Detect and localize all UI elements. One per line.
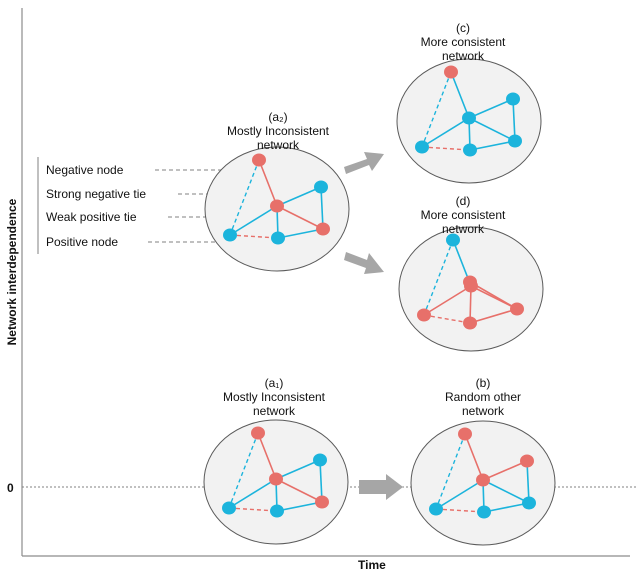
caption-b-line2: network <box>461 404 505 418</box>
network-b-node-tr <box>520 454 534 468</box>
x-axis-label: Time <box>358 558 386 572</box>
caption-c: (c) More consistent network <box>393 21 533 63</box>
network-a1-node-center <box>269 472 283 486</box>
network-b-tie <box>526 460 530 504</box>
network-a2-negative-tie <box>229 234 279 239</box>
y-axis-label: Network interdependence <box>5 198 19 346</box>
network-c-node-br <box>508 134 522 148</box>
network-a2-node-tr <box>314 180 328 194</box>
network-d-node-top <box>446 233 460 247</box>
arrow-a2-to-c <box>344 152 384 174</box>
network-d-negative-tie <box>423 314 471 324</box>
caption-c-tag: (c) <box>456 21 470 35</box>
caption-d-tag: (d) <box>455 194 471 208</box>
legend-positive-node: Positive node <box>46 235 119 249</box>
network-a1 <box>203 419 349 545</box>
caption-b: (b) Random other network <box>413 376 553 418</box>
network-a1-node-top <box>251 426 265 440</box>
network-d-node-bottom <box>463 316 477 330</box>
network-b-tie <box>483 502 530 513</box>
zero-label: 0 <box>7 481 14 495</box>
network-d-node-tr <box>463 275 477 289</box>
network-b-tie <box>482 460 528 481</box>
network-a2 <box>204 146 350 272</box>
network-a2-node-center <box>270 199 284 213</box>
network-a1-tie <box>275 478 323 503</box>
caption-d-line2: network <box>441 222 485 236</box>
network-c-node-center <box>462 111 476 125</box>
network-a2-tie <box>276 205 324 230</box>
network-c-node-bottom <box>463 143 477 157</box>
caption-b-line1: Random other <box>444 390 522 404</box>
network-a1-node-tr <box>313 453 327 467</box>
network-a1-tie <box>257 432 277 480</box>
network-a2-node-bottom <box>271 231 285 245</box>
caption-c-line1: More consistent <box>420 35 506 49</box>
network-d-tie <box>469 308 518 324</box>
network-c-node-tr <box>506 92 520 106</box>
network-a2-tie <box>258 159 278 207</box>
network-a1-tie <box>319 459 323 503</box>
network-a1-tie <box>275 459 321 480</box>
network-c-tie <box>421 117 470 148</box>
network-b-negative-tie <box>435 508 485 513</box>
caption-b-tag: (b) <box>475 376 491 390</box>
network-a1-tie <box>276 501 323 512</box>
network-c-tie <box>468 98 514 119</box>
caption-c-line2: network <box>441 49 485 63</box>
network-b-node-center <box>476 473 490 487</box>
network-a1-node-br <box>315 495 329 509</box>
caption-d-line1: More consistent <box>420 208 506 222</box>
network-b-node-tl <box>429 502 443 516</box>
network-b-tie <box>464 433 484 481</box>
network-a2-tie <box>277 228 324 239</box>
caption-a1-line2: network <box>252 404 296 418</box>
caption-a2: (a₂) Mostly Inconsistent network <box>208 110 348 152</box>
network-c-node-top <box>444 65 458 79</box>
arrow-a2-to-d <box>344 252 384 274</box>
caption-a1-line1: Mostly Inconsistent <box>222 390 326 404</box>
network-a2-node-top <box>252 153 266 167</box>
legend-weak-positive-tie: Weak positive tie <box>46 210 137 224</box>
caption-d: (d) More consistent network <box>393 194 533 236</box>
network-b-tie <box>435 479 484 510</box>
network-a2-node-br <box>316 222 330 236</box>
network-a1-node-bottom <box>270 504 284 518</box>
caption-a2-line1: Mostly Inconsistent <box>226 124 330 138</box>
network-b <box>410 420 556 546</box>
network-c-tie <box>512 98 516 142</box>
network-b-tie <box>482 479 530 504</box>
network-c-negative-tie <box>421 146 471 151</box>
legend-strong-negative-tie: Strong negative tie <box>46 187 147 201</box>
network-c-node-tl <box>415 140 429 154</box>
network-b-node-br <box>522 496 536 510</box>
network-a2-tie <box>276 186 322 207</box>
network-d <box>398 226 544 352</box>
caption-a1-tag: (a₁) <box>264 376 284 390</box>
network-c-tie <box>450 71 470 119</box>
arrow-a1-to-b <box>359 474 403 500</box>
network-b-node-top <box>458 427 472 441</box>
network-a2-node-tl <box>223 228 237 242</box>
network-d-tie <box>423 285 472 316</box>
caption-a2-tag: (a₂) <box>268 110 288 124</box>
network-a2-tie <box>320 186 324 230</box>
caption-a1: (a₁) Mostly Inconsistent network <box>204 376 344 418</box>
network-d-node-tl <box>417 308 431 322</box>
network-c-tie <box>469 140 516 151</box>
legend-negative-node: Negative node <box>46 163 124 177</box>
network-a1-negative-tie <box>228 507 278 512</box>
network-a1-tie <box>228 478 277 509</box>
network-b-node-bottom <box>477 505 491 519</box>
network-c-tie <box>468 117 516 142</box>
network-d-node-br <box>510 302 524 316</box>
network-c <box>396 58 542 184</box>
network-a2-tie <box>229 205 278 236</box>
network-a1-node-tl <box>222 501 236 515</box>
caption-a2-line2: network <box>256 138 300 152</box>
